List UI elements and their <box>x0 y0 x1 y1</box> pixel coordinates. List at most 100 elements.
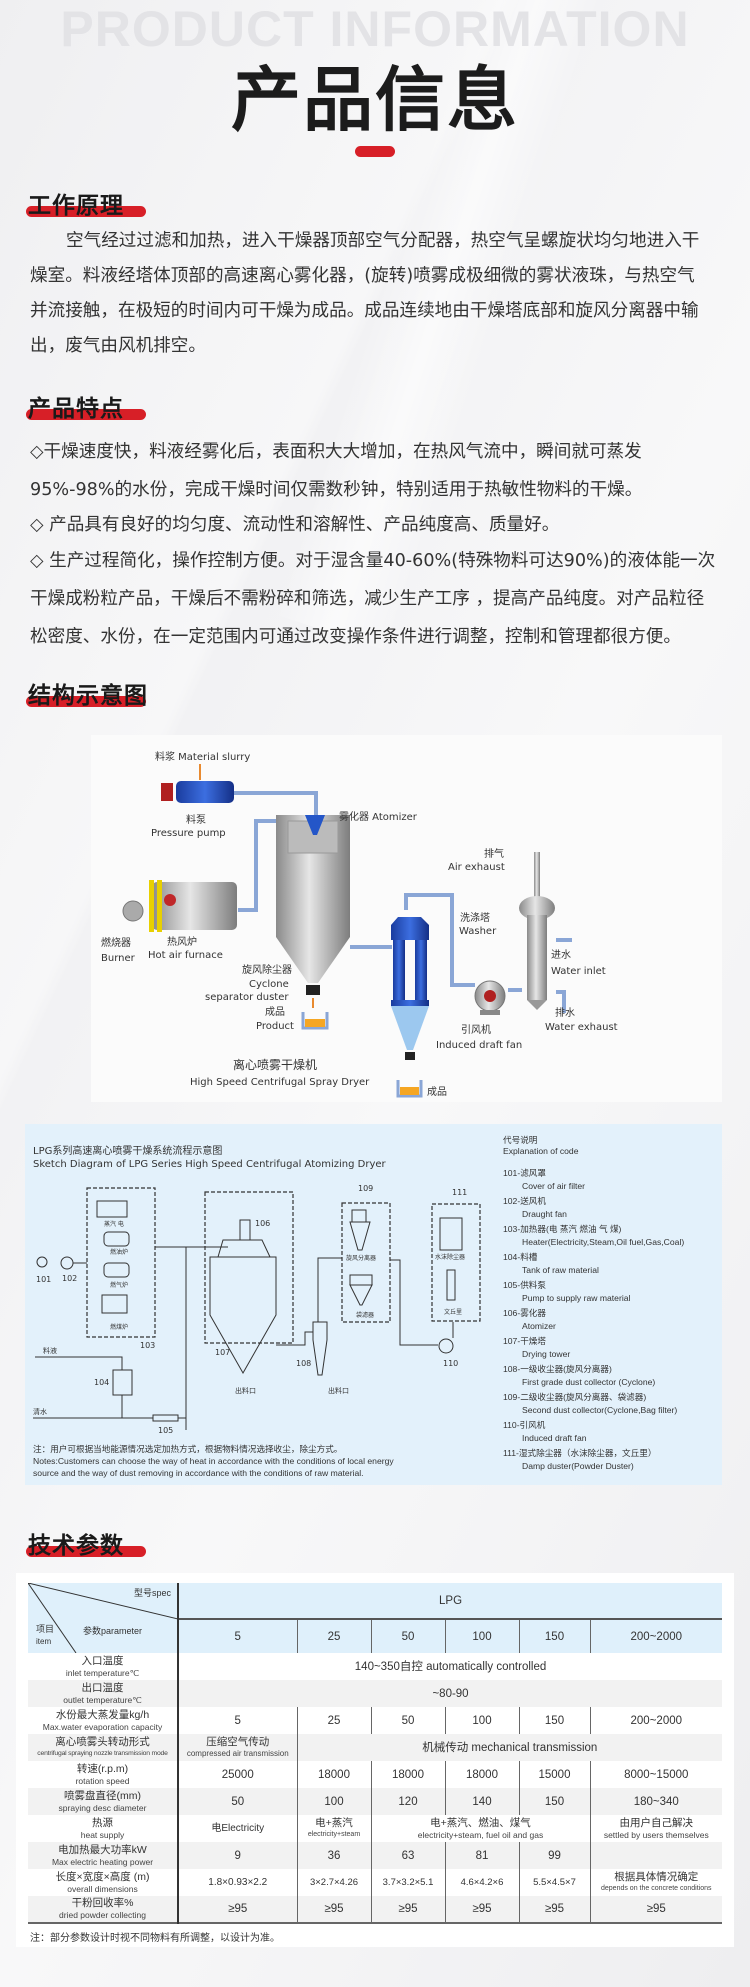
label-water: 清水 <box>33 1407 47 1416</box>
corner-item-en: item <box>36 1637 52 1646</box>
code-104: 104 <box>94 1378 109 1387</box>
model-col: 5 <box>178 1619 297 1653</box>
cell: ≥95 <box>589 1896 723 1923</box>
sketch-note-cn: 注：用户可根据当地能源情况选定加热方式，根据物料情况选择收尘，除尘方式。 <box>33 1443 342 1454</box>
section-heading-features: 产品特点 <box>26 389 146 423</box>
induced-draft-fan-icon <box>474 980 506 1015</box>
label-product-en: Product <box>256 1021 294 1032</box>
sketch-title-en: Sketch Diagram of LPG Series High Speed … <box>33 1159 387 1170</box>
feature-line: 松密度、水份，在一定范围内可通过改变操作条件进行调整，控制和管理都很方便。 <box>30 627 681 647</box>
cell: ≥95 <box>518 1896 590 1923</box>
label-cyclone-cn: 旋风除尘器 <box>242 963 292 976</box>
cell: 电Electricity <box>211 1822 265 1834</box>
legend-desc: Induced draft fan <box>522 1433 587 1443</box>
cell: 15000 <box>518 1761 590 1788</box>
label-burner-en: Burner <box>101 953 136 964</box>
label-atomizer: 雾化器 Atomizer <box>339 810 418 823</box>
cell: 200~2000 <box>589 1707 723 1734</box>
table-corner-header: 型号spec 参数parameter 项目 item <box>28 1583 179 1653</box>
code-110: 110 <box>443 1359 458 1368</box>
legend-desc: Pump to supply raw material <box>522 1293 631 1303</box>
legend-desc: Cover of air filter <box>522 1181 585 1191</box>
product-bucket-icon <box>301 998 329 1030</box>
hot-air-furnace-icon <box>122 880 237 932</box>
code-107: 107 <box>215 1348 230 1357</box>
cell: 3.7×3.2×5.1 <box>370 1869 445 1896</box>
cell: 180~340 <box>589 1788 723 1815</box>
legend-code: 105-供料泵 <box>503 1279 546 1290</box>
cell: 9 <box>178 1842 297 1869</box>
code-106: 106 <box>255 1219 270 1228</box>
label-bag-filter: 袋滤器 <box>356 1311 374 1319</box>
label-inlet-en: Water inlet <box>551 966 606 977</box>
model-col: 25 <box>296 1619 371 1653</box>
legend-code: 110-引风机 <box>503 1419 546 1430</box>
heading-underline <box>26 206 146 217</box>
label-burner-cn: 燃烧器 <box>101 936 131 949</box>
code-108: 108 <box>296 1359 311 1368</box>
cell: 8000~15000 <box>589 1761 723 1788</box>
flow-lines <box>33 1200 463 1430</box>
label-pump-en: Pressure pump <box>151 828 226 839</box>
label-furnace-en: Hot air furnace <box>148 950 223 961</box>
legend-title-en: Explanation of code <box>503 1146 579 1156</box>
heading-underline <box>26 409 146 420</box>
cell: 机械传动 mechanical transmission <box>296 1734 723 1761</box>
label-fan-cn: 引风机 <box>461 1023 491 1036</box>
cell: 1.8×0.93×2.2 <box>208 1876 268 1888</box>
sketch-title-cn: LPG系列高速离心喷雾干燥系统流程示意图 <box>33 1144 222 1157</box>
label-dryer-title-cn: 离心喷雾干燥机 <box>233 1057 317 1072</box>
process-flow-sketch: LPG系列高速离心喷雾干燥系统流程示意图 Sketch Diagram of L… <box>25 1124 722 1485</box>
principle-line: 并流接触，在极短的时间内可干燥为成品。成品连续地由干燥塔底部和旋风分离器中输 <box>30 301 699 321</box>
principle-line: 燥室。料液经塔体顶部的高速离心雾化器，(旋转)喷雾成极细微的雾状液珠，与热空气 <box>30 266 695 286</box>
label-dryer-title-en: High Speed Centrifugal Spray Dryer <box>190 1077 370 1088</box>
label-coal-furnace: 燃煤炉 <box>110 1323 128 1331</box>
dashed-groups <box>86 1187 481 1344</box>
label-oil-furnace: 燃油炉 <box>110 1248 128 1256</box>
row-label: 干粉回收率%dried powder collecting <box>28 1896 179 1923</box>
cell: 50 <box>370 1707 445 1734</box>
label-material-slurry: 料浆 Material slurry <box>155 750 250 763</box>
cell: 36 <box>296 1842 371 1869</box>
cell: 120 <box>370 1788 445 1815</box>
cell: 5.5×4.5×7 <box>518 1869 590 1896</box>
code-105: 105 <box>158 1426 173 1435</box>
legend-code: 111-湿式除尘器（水沫除尘器，文丘里） <box>503 1447 656 1458</box>
corner-param: 参数parameter <box>83 1626 143 1636</box>
feature-line: 干燥成粉粒产品，干燥后不需粉碎和筛选，减少生产工序 ，提高产品纯度。对产品粒径 <box>30 589 705 609</box>
legend-desc: Draught fan <box>522 1209 567 1219</box>
heading-text: 结构示意图 <box>28 683 148 709</box>
legend-code: 104-料槽 <box>503 1251 538 1262</box>
cell: ≥95 <box>444 1896 519 1923</box>
cell: ≥95 <box>178 1896 297 1923</box>
legend-desc: Damp duster(Powder Duster) <box>522 1461 634 1471</box>
cell: 100 <box>296 1788 371 1815</box>
label-liquid: 料液 <box>43 1346 57 1355</box>
cell: 18000 <box>444 1761 519 1788</box>
label-cyclone-en2: separator duster <box>205 992 289 1003</box>
section-heading-structure: 结构示意图 <box>26 676 148 710</box>
label-steam-elec: 蒸汽 电 <box>104 1220 124 1228</box>
cell: 3×2.7×4.26 <box>296 1869 371 1896</box>
legend-title-cn: 代号说明 <box>503 1134 537 1145</box>
cell: 4.6×4.2×6 <box>444 1869 519 1896</box>
legend-code: 102-送风机 <box>503 1195 546 1206</box>
corner-item-cn: 项目 <box>36 1624 55 1634</box>
model-col: 100 <box>444 1619 519 1653</box>
label-gas-furnace: 燃气炉 <box>110 1281 128 1289</box>
cell <box>589 1842 723 1869</box>
code-103: 103 <box>140 1341 155 1350</box>
table-row: 干粉回收率%dried powder collecting≥95≥95≥95≥9… <box>28 1896 723 1923</box>
